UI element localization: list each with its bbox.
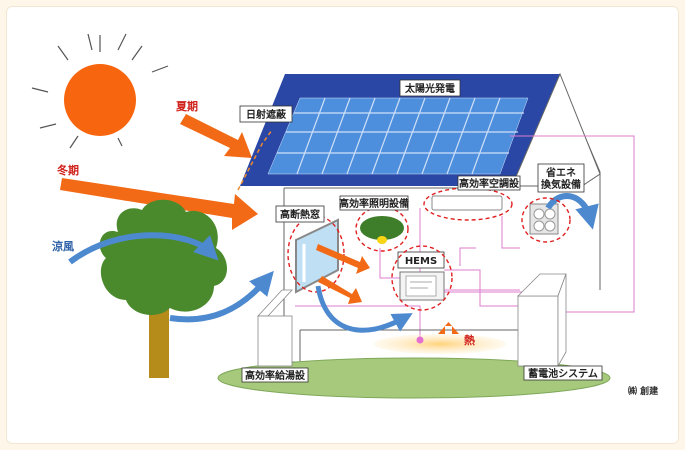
window-label-box: 高断熱窓 [275, 205, 325, 223]
lighting-label-box: 高効率照明設備 [339, 195, 409, 211]
svg-text:高効率給湯設: 高効率給湯設 [245, 369, 306, 382]
water-heater-label-box: 高効率給湯設 [241, 367, 309, 383]
solar-panel-grid [277, 97, 524, 175]
ventilation-highlight [521, 197, 571, 243]
hems-highlight [391, 245, 453, 311]
svg-text:高効率照明設備: 高効率照明設備 [339, 197, 409, 210]
battery-unit [517, 273, 567, 368]
interior-sunlight-arrow-lower [318, 276, 362, 304]
lighting-fixture-icon [360, 216, 404, 244]
svg-text:高効率空調設: 高効率空調設 [459, 177, 520, 190]
interior-sunlight-arrow-upper [316, 244, 370, 274]
winter-label: 冬期 [57, 163, 79, 177]
svg-text:高断熱窓: 高断熱窓 [280, 208, 320, 221]
ventilation-fan-icon [529, 203, 559, 235]
svg-text:太陽光発電: 太陽光発電 [404, 82, 455, 95]
aircon-label-box: 高効率空調設 [457, 175, 521, 191]
shade-label-box: 日射遮蔽 [239, 105, 293, 123]
svg-text:HEMS: HEMS [405, 256, 437, 267]
water-heater-unit [257, 289, 293, 367]
hems-panel-icon [399, 271, 445, 301]
tree-icon [99, 199, 227, 378]
eco-house-diagram: 夏期 冬期 太陽光発電 日射遮蔽 [31, 33, 659, 399]
sun-shade-dashed-outline [237, 129, 273, 191]
heat-source-dot [416, 336, 424, 344]
floor-heat-glow [374, 334, 506, 354]
cool-breeze-label: 涼風 [52, 239, 74, 253]
ventilation-label-box: 省エネ 換気設備 [537, 163, 585, 193]
credit-text: ㈱ 創建 [628, 385, 659, 397]
air-conditioner-icon [431, 195, 503, 211]
ventilation-airflow-arrow [545, 193, 599, 230]
hems-wiring [295, 135, 635, 340]
cool-breeze-arrow [68, 232, 219, 265]
battery-label-box: 蓄電池システム [523, 365, 603, 381]
summer-sunlight-arrow [180, 114, 252, 158]
sun-icon [31, 33, 169, 149]
cool-breeze-arrow-lower [169, 270, 274, 323]
solar-panel-array [267, 97, 529, 175]
heat-rising-arrow [438, 322, 459, 334]
solar-label-box: 太陽光発電 [399, 79, 461, 97]
svg-text:換気設備: 換気設備 [541, 178, 581, 191]
hems-label-box: HEMS [397, 251, 445, 269]
interior-breeze-arrow [315, 285, 413, 333]
ground [217, 357, 611, 399]
svg-text:日射遮蔽: 日射遮蔽 [246, 108, 287, 121]
svg-text:省エネ: 省エネ [545, 166, 576, 179]
svg-text:蓄電池システム: 蓄電池システム [528, 367, 598, 380]
diagram-frame: 夏期 冬期 太陽光発電 日射遮蔽 [6, 6, 679, 444]
heat-label: 熱 [464, 333, 475, 347]
summer-label: 夏期 [176, 99, 198, 113]
insulated-window [295, 218, 339, 294]
